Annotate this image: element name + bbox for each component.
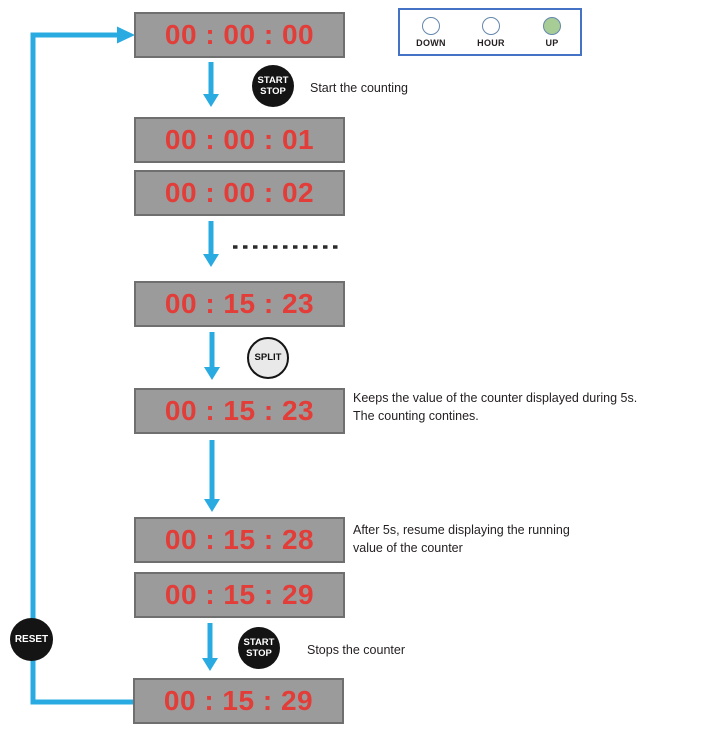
- annotation-split-hold: Keeps the value of the counter displayed…: [353, 391, 638, 424]
- down-button-icon: [422, 17, 440, 35]
- reset-button: RESET: [10, 618, 53, 661]
- down-arrow: [203, 221, 219, 267]
- down-arrow: [202, 623, 218, 671]
- annotation-stops-counter: Stops the counter: [307, 643, 405, 657]
- counter-display: 00 : 00 : 02: [134, 170, 345, 216]
- annotation-resume-display: After 5s, resume displaying the running …: [353, 523, 570, 556]
- reset-label: RESET: [14, 633, 49, 645]
- counter-display: 00 : 00 : 01: [134, 117, 345, 163]
- start-stop-label-line1: START: [243, 636, 275, 648]
- counter-display: 00 : 15 : 23: [134, 388, 345, 434]
- legend-item-hour: HOUR: [461, 17, 521, 48]
- down-arrow: [204, 332, 220, 380]
- counter-display: 00 : 15 : 23: [134, 281, 345, 327]
- split-button: SPLIT: [247, 337, 289, 379]
- legend-item-down: DOWN: [401, 17, 461, 48]
- start-stop-label-line2: STOP: [246, 648, 272, 659]
- counter-display: 00 : 15 : 29: [133, 678, 344, 724]
- counter-display: 00 : 15 : 29: [134, 572, 345, 618]
- up-button-icon: [543, 17, 561, 35]
- start-stop-button: START STOP: [238, 627, 280, 669]
- start-stop-label-line1: START: [257, 74, 289, 86]
- counter-display: 00 : 00 : 00: [134, 12, 345, 58]
- legend-panel: DOWN HOUR UP: [398, 8, 582, 56]
- down-arrow: [203, 62, 219, 107]
- down-arrow: [204, 440, 220, 512]
- legend-label-hour: HOUR: [477, 38, 505, 48]
- hour-button-icon: [482, 17, 500, 35]
- split-label: SPLIT: [254, 352, 282, 364]
- start-stop-label-line2: STOP: [260, 86, 286, 97]
- legend-label-up: UP: [545, 38, 559, 48]
- reset-loop-arrow: [30, 26, 135, 705]
- legend-item-up: UP: [522, 17, 582, 48]
- counter-display: 00 : 15 : 28: [134, 517, 345, 563]
- legend-label-down: DOWN: [416, 38, 446, 48]
- start-stop-button: START STOP: [252, 65, 294, 107]
- annotation-start-counting: Start the counting: [310, 81, 408, 95]
